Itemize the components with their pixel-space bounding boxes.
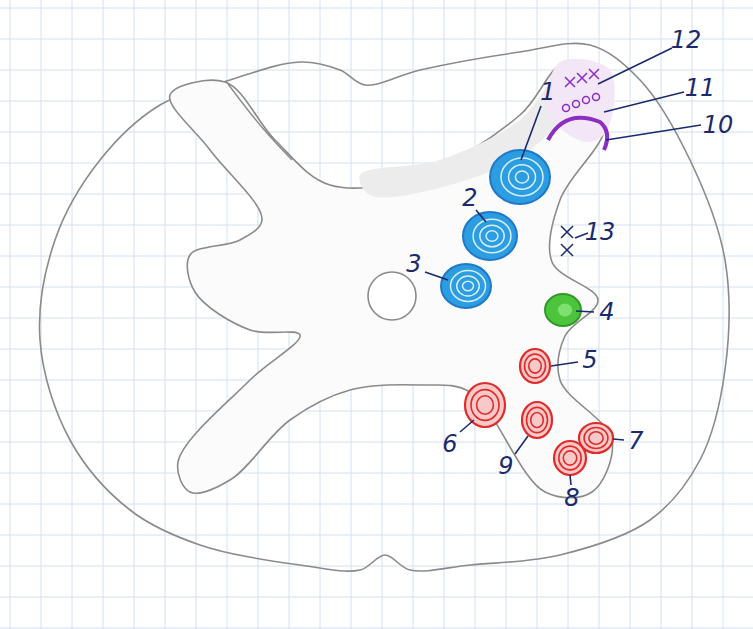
purple-dot-mark	[573, 101, 580, 108]
nucleus-fill	[522, 402, 552, 438]
callout-number: 7	[628, 429, 643, 453]
grid-line	[0, 70, 753, 71]
blue-nucleus	[463, 212, 517, 260]
nucleus-ring	[559, 446, 581, 470]
red-nucleus	[554, 441, 586, 475]
callout-number: 5	[582, 348, 597, 372]
blue-nucleus	[490, 150, 550, 204]
purple-cross-mark	[589, 69, 599, 79]
purple-cross-mark	[577, 73, 587, 83]
nucleus-fill	[554, 441, 586, 475]
nucleus-ring	[501, 158, 543, 196]
callout-number: 4	[599, 300, 614, 324]
leader-line	[606, 125, 701, 140]
grey-matter-outline	[170, 60, 613, 497]
dorsal-horn-shading	[359, 75, 575, 197]
nucleus-core	[558, 304, 572, 317]
nucleus-ring	[515, 171, 528, 183]
nucleus-fill	[463, 212, 517, 260]
grid-line	[0, 628, 753, 629]
nucleus-ring	[477, 396, 494, 414]
callout-number: 1	[540, 80, 555, 104]
callout-number: 10	[703, 113, 734, 137]
callout-number: 12	[671, 28, 702, 52]
nucleus-ring	[531, 412, 544, 427]
callout-number: 3	[406, 252, 421, 276]
grid-line	[0, 39, 753, 40]
grid-line	[0, 411, 753, 412]
cross-mark	[561, 226, 573, 238]
grid-line	[0, 473, 753, 474]
white-matter-outline	[40, 43, 729, 571]
nucleus-ring	[463, 281, 474, 291]
cross-mark	[561, 244, 573, 256]
grid-line	[0, 101, 753, 102]
nucleus-ring	[527, 407, 548, 432]
nucleus-ring	[451, 271, 486, 302]
leader-line	[521, 106, 541, 160]
nucleus-ring	[589, 432, 603, 445]
grid-line	[0, 566, 753, 567]
dorsal-septum-line	[228, 84, 292, 160]
nucleus-fill	[545, 294, 581, 326]
red-nucleus	[520, 349, 550, 383]
leader-line	[551, 362, 578, 366]
nucleus-ring	[584, 428, 608, 449]
nucleus-ring	[563, 451, 576, 465]
callout-number: 8	[564, 486, 579, 510]
callout-number: 6	[442, 432, 457, 456]
substantia-gelatinosa-arc	[548, 118, 607, 150]
nucleus-fill	[490, 150, 550, 204]
nucleus-ring	[525, 354, 546, 378]
leader-line	[613, 439, 624, 440]
callout-number: 2	[462, 186, 477, 210]
nucleus-ring	[471, 390, 499, 421]
grid-line	[0, 597, 753, 598]
purple-cross-mark	[565, 77, 575, 87]
purple-dot-mark	[583, 97, 590, 104]
nucleus-ring	[509, 165, 536, 189]
grid-line	[0, 163, 753, 164]
leader-line	[476, 210, 486, 222]
leader-line	[598, 48, 672, 84]
grid-line	[0, 132, 753, 133]
callout-number: 11	[685, 76, 716, 100]
grid-line	[0, 504, 753, 505]
leader-line	[570, 475, 571, 485]
nucleus-ring	[457, 276, 480, 296]
leader-line	[460, 420, 474, 432]
nucleus-fill	[520, 349, 550, 383]
blue-nucleus	[441, 264, 491, 308]
green-nucleus	[545, 294, 581, 326]
leader-line	[604, 92, 684, 112]
leader-line	[515, 436, 528, 454]
purple-dot-mark	[593, 94, 600, 101]
nucleus-fill	[441, 264, 491, 308]
nucleus-ring	[480, 225, 504, 247]
callout-number: 13	[585, 220, 616, 244]
red-nucleus	[465, 383, 505, 427]
nucleus-ring	[529, 359, 542, 373]
nucleus-ring	[473, 219, 511, 253]
purple-dot-mark	[563, 105, 570, 112]
nucleus-ring	[486, 231, 498, 242]
callout-number: 9	[498, 454, 513, 478]
leader-line	[576, 311, 594, 312]
grid-line	[0, 535, 753, 536]
leader-lines	[425, 48, 701, 485]
nucleus-fill	[465, 383, 505, 427]
red-nucleus	[522, 402, 552, 438]
grid-line	[0, 8, 753, 9]
central-canal	[368, 272, 416, 320]
leader-line	[425, 272, 448, 280]
